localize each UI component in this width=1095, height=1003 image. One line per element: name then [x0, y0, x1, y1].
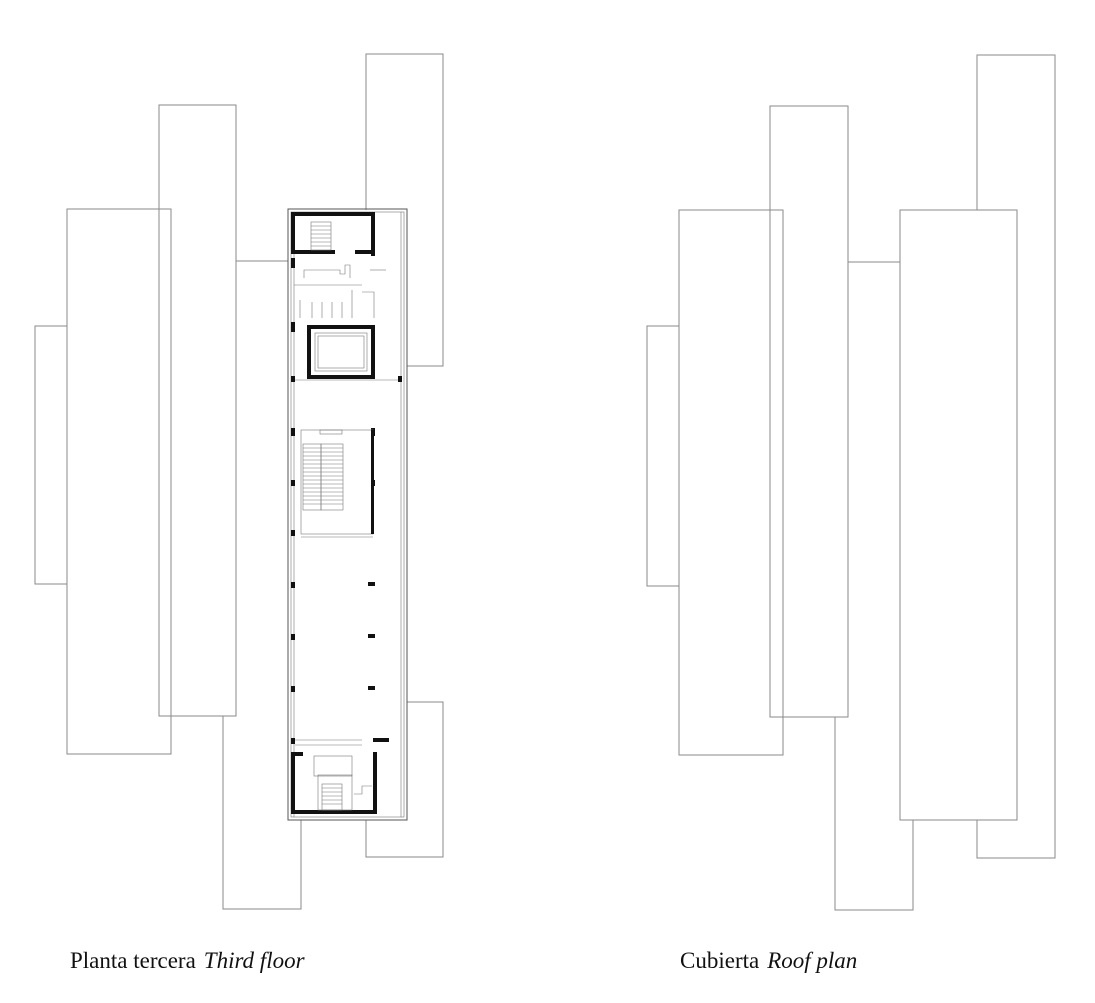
stair-treads: [302, 443, 344, 511]
stair-core-top: [291, 212, 375, 256]
caption-english: Roof plan: [767, 948, 858, 973]
block-outline: [222, 716, 302, 910]
facade-inner-line: [290, 211, 405, 818]
third-floor-plan: [34, 53, 444, 910]
shaft-core: [291, 325, 402, 382]
roof-block-outline: [976, 54, 1056, 859]
structural-columns: [291, 530, 389, 746]
wall-stub: [291, 322, 295, 332]
roof-block-outline: [646, 325, 680, 587]
block-outline: [365, 701, 444, 858]
caption-spanish: Cubierta: [680, 948, 760, 973]
block-outline: [158, 104, 237, 717]
block-outline: [365, 53, 444, 367]
block-outline: [34, 325, 68, 585]
stair-treads: [310, 221, 332, 251]
building-envelope: [287, 208, 408, 821]
roof-plan: [646, 54, 1056, 911]
stair-treads: [321, 783, 343, 811]
caption-spanish: Planta tercera: [70, 948, 196, 973]
caption-english: Third floor: [203, 948, 305, 973]
third-floor-caption: Planta tercera Third floor: [70, 948, 305, 974]
block-outline: [66, 208, 172, 755]
roof-plan-caption: Cubierta Roof plan: [680, 948, 857, 974]
roof-block-outline: [834, 717, 914, 911]
stair-core-bottom: [291, 752, 377, 814]
roof-block-outline: [899, 209, 1018, 821]
roof-block-outline: [678, 209, 784, 756]
roof-block-outline: [769, 105, 849, 718]
wall-stub: [291, 258, 295, 268]
service-area: [294, 264, 386, 318]
central-stair: [291, 428, 375, 538]
